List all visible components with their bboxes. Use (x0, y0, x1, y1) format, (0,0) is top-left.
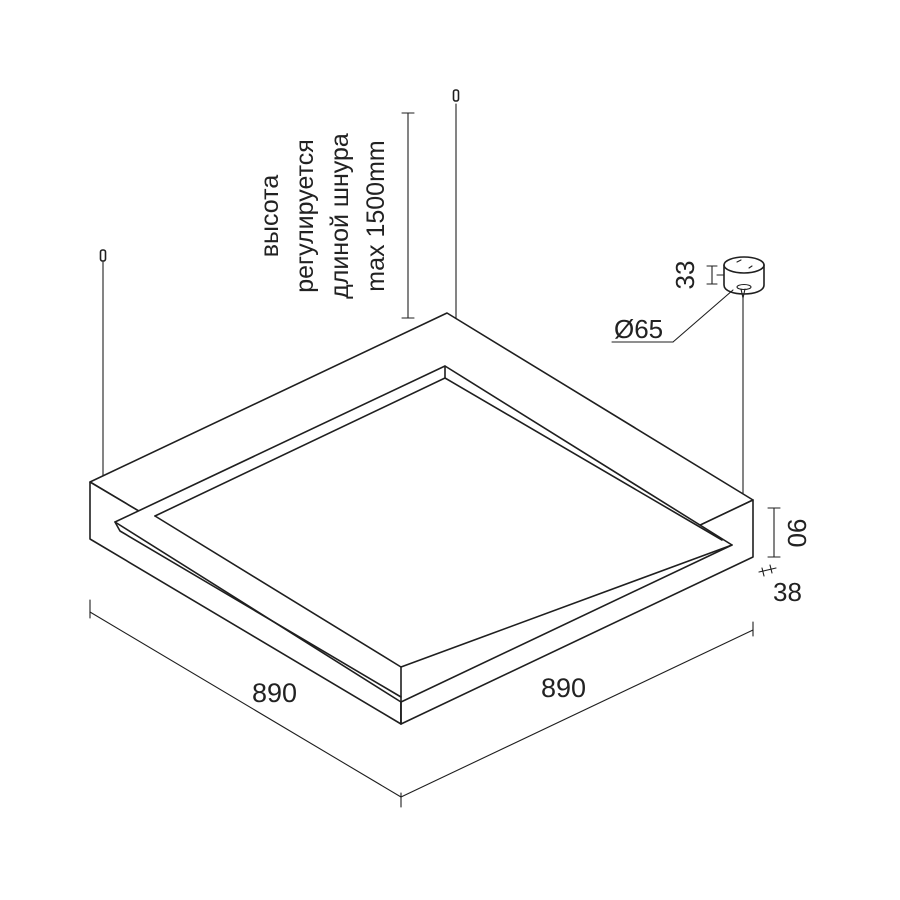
canopy-top (723, 256, 765, 274)
frame-inner-opening (114, 365, 733, 703)
canopy-screw (736, 259, 753, 269)
inner-wall-far (444, 377, 723, 541)
dimension-cable-length (401, 112, 415, 319)
height-note: высота регулируется длиной шнура max 150… (256, 133, 390, 299)
dimension-profile-height: 90 (767, 507, 812, 558)
dimension-canopy-height: 33 (670, 261, 725, 290)
ceiling-canopy (723, 256, 765, 299)
profile-width-label: 38 (773, 577, 802, 607)
inner-edge-front-right (400, 544, 733, 668)
height-note-line2: регулируется (291, 139, 319, 293)
width-right-label: 890 (541, 673, 586, 703)
height-note-line3: длиной шнура (326, 133, 354, 299)
dimension-profile-width: 38 (758, 564, 802, 607)
dimension-width-right: 890 (400, 621, 754, 798)
canopy-cable-strain (740, 288, 746, 299)
dimension-width-left: 890 (89, 599, 402, 808)
inner-wall-left (114, 521, 402, 698)
cable-clamp-left (99, 249, 107, 262)
width-left-label: 890 (252, 678, 297, 708)
height-note-line1: высота (256, 175, 284, 258)
profile-height-label: 90 (782, 519, 812, 548)
canopy-height-label: 33 (670, 261, 700, 290)
canopy-cable-exit (736, 283, 752, 291)
canopy-diameter-label: Ø65 (614, 314, 663, 344)
inner-wall-corner (154, 515, 402, 668)
cable-clamp-top (452, 89, 460, 102)
lamp-frame (89, 312, 754, 725)
dimension-canopy-diameter: Ø65 (611, 289, 734, 344)
height-note-line4: max 1500mm (362, 140, 390, 291)
